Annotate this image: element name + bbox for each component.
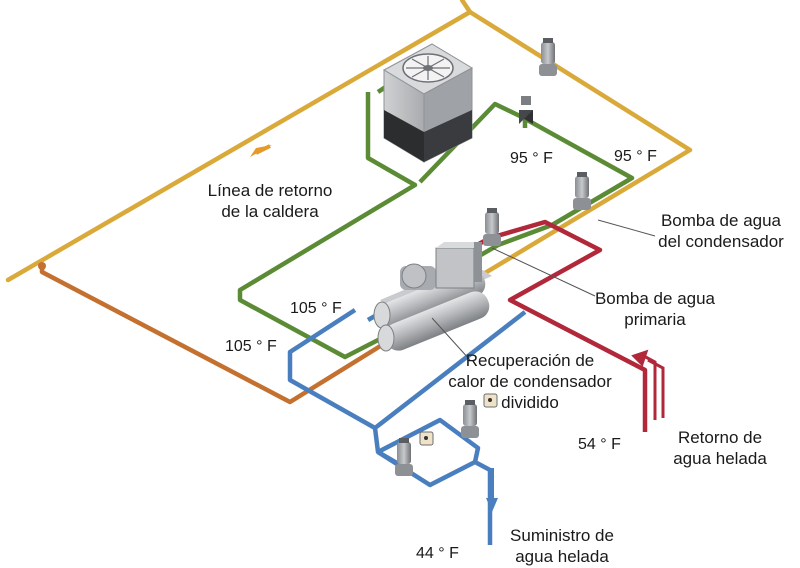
label-line: primaria xyxy=(624,310,686,329)
primary-pump-label: Bomba de agua primaria xyxy=(590,288,720,330)
label-line: Recuperación de xyxy=(465,351,595,370)
flow-arrow-icon xyxy=(250,144,272,157)
pump-icon xyxy=(573,172,591,210)
pump-icon xyxy=(483,208,501,246)
pump-icon xyxy=(539,38,557,76)
leader-lines xyxy=(431,219,656,361)
label-line: Bomba de agua xyxy=(594,289,716,308)
label-line: Línea de retorno xyxy=(207,181,333,200)
flow-arrow-icon xyxy=(486,468,498,512)
pump-icon xyxy=(395,438,413,476)
label-line: agua helada xyxy=(515,547,609,566)
heat-recovery-label: Recuperación de calor de condensador div… xyxy=(436,350,624,413)
temp-cond-return-lower: 105 ° F xyxy=(225,338,277,355)
condenser-pump-label: Bomba de agua del condensador xyxy=(646,210,796,252)
valve-icon xyxy=(519,96,533,124)
temp-cond-supply-right: 95 ° F xyxy=(614,148,657,165)
fan-icon xyxy=(402,53,454,83)
temp-cond-supply-left: 95 ° F xyxy=(510,150,553,167)
chilled-return-label: Retorno de agua helada xyxy=(660,427,780,469)
pump-icon xyxy=(461,400,479,438)
label-line: de la caldera xyxy=(221,202,319,221)
label-line: Retorno de xyxy=(677,428,763,447)
label-line: dividido xyxy=(501,393,559,412)
temp-chilled-supply: 44 ° F xyxy=(416,545,459,562)
label-line: calor de condensador xyxy=(448,372,612,391)
chiller-icon xyxy=(373,242,492,352)
valve-icon xyxy=(419,431,434,446)
temp-chilled-return: 54 ° F xyxy=(578,436,621,453)
pipe-joint xyxy=(38,262,46,270)
hot-return-line xyxy=(39,268,392,405)
temp-cond-return-upper: 105 ° F xyxy=(290,300,342,317)
label-line: del condensador xyxy=(658,232,784,251)
flow-arrow-icon xyxy=(631,349,665,420)
boiler-return-line xyxy=(5,0,693,333)
label-line: Suministro de xyxy=(510,526,614,545)
label-line: Bomba de agua xyxy=(660,211,782,230)
chilled-supply-label: Suministro de agua helada xyxy=(497,525,627,567)
valve-icon xyxy=(483,393,498,408)
boiler-return-line-label: Línea de retorno de la caldera xyxy=(190,180,350,222)
cooling-tower-icon xyxy=(382,43,474,163)
label-line: agua helada xyxy=(673,449,767,468)
